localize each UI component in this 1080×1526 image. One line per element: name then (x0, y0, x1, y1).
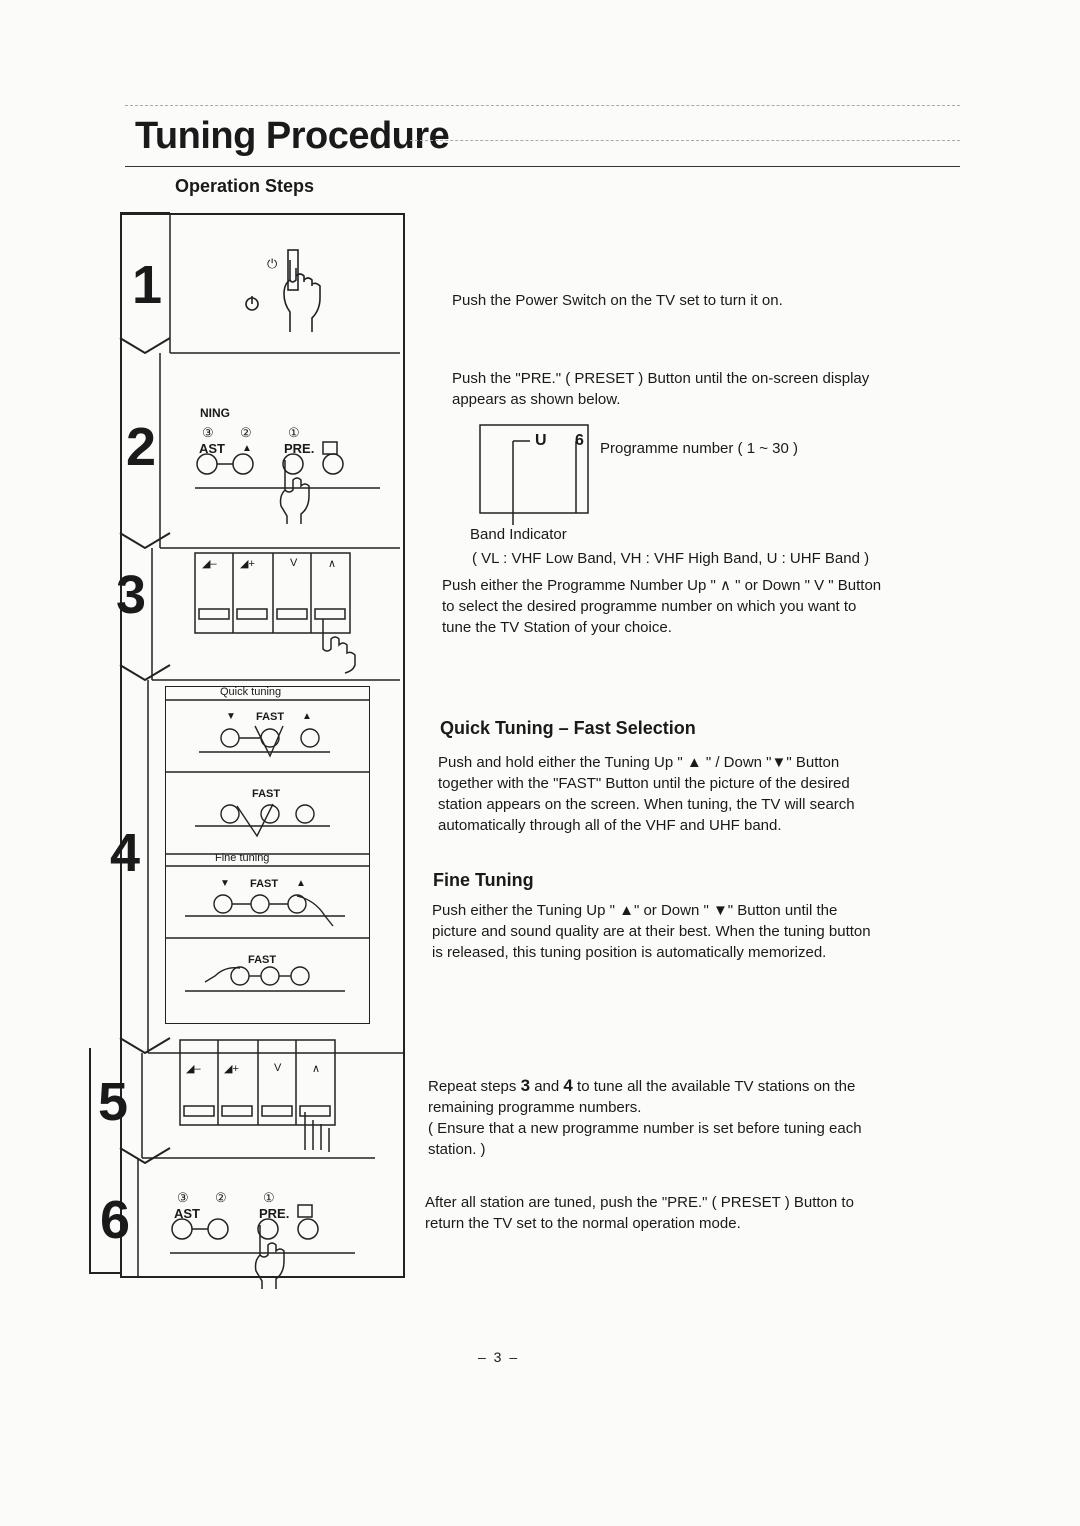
up-arrow-icon-row1: ▲ (302, 711, 312, 722)
band-indicator-label: Band Indicator (470, 526, 567, 543)
step-number-2: 2 (126, 417, 157, 477)
preset-buttons-illustration-6 (170, 1204, 355, 1289)
fast-label-row4: FAST (248, 954, 277, 966)
down-arrow-icon-row3: ▼ (220, 878, 230, 889)
channel-down-label-5: V (274, 1062, 282, 1074)
tuning-illustration-box (165, 686, 370, 1024)
step-5-note: ( Ensure that a new programme number is … (428, 1120, 862, 1158)
btn-2-label-6: ② (215, 1190, 227, 1205)
section-subtitle: Operation Steps (175, 176, 315, 196)
tv-screen-diagram (479, 424, 589, 525)
step-number-4: 4 (110, 823, 141, 883)
fast-label-row1: FAST (256, 711, 285, 723)
quick-tuning-text: Push and hold either the Tuning Up " ▲ "… (438, 754, 855, 834)
volume-up-label-5: ◢+ (224, 1063, 239, 1075)
title-rule (410, 140, 960, 141)
ning-label: NING (200, 406, 230, 420)
step-5-text-b: and (530, 1078, 564, 1095)
up-arrow-icon-row3: ▲ (296, 878, 306, 889)
step-number-3: 3 (116, 565, 147, 625)
step-1-text: Push the Power Switch on the TV set to t… (452, 292, 783, 309)
power-symbol-icon: ⏻ (267, 256, 278, 271)
osd-display: U 6 (535, 432, 596, 449)
fast-label-row3: FAST (250, 878, 279, 890)
step-tabs (89, 212, 171, 1274)
power-switch-illustration (245, 249, 321, 332)
step-5-text-c: to tune all the available TV stations on… (428, 1078, 856, 1116)
btn-2-label-2: ② (240, 425, 252, 440)
step-number-1: 1 (132, 255, 163, 315)
header-underline (125, 166, 960, 167)
step-3-text: Push either the Programme Number Up " ∧ … (442, 577, 882, 636)
quick-tuning-heading: Quick Tuning – Fast Selection (440, 718, 696, 738)
band-legend: ( VL : VHF Low Band, VH : VHF High Band,… (472, 550, 870, 567)
channel-up-label-3: ∧ (328, 558, 337, 570)
page-number: – 3 – (478, 1349, 520, 1365)
preset-buttons-illustration (195, 441, 380, 524)
channel-down-label-3: V (290, 557, 298, 569)
btn-3-label-6: ③ (177, 1190, 189, 1205)
step-number-6: 6 (100, 1190, 131, 1250)
fine-tuning-label: Fine tuning (215, 852, 270, 864)
ast-label-2: AST (199, 441, 225, 456)
step-6-text: After all station are tuned, push the "P… (425, 1194, 854, 1232)
up-arrow-icon-2: ▲ (242, 443, 252, 454)
channel-buttons-illustration-5 (179, 1039, 336, 1152)
programme-number-label: Programme number ( 1 ~ 30 ) (600, 440, 798, 457)
fine-tuning-heading: Fine Tuning (433, 870, 534, 890)
step-number-5: 5 (98, 1072, 129, 1132)
volume-down-label-5: ◢– (186, 1063, 201, 1075)
step-5-text-a: Repeat steps (428, 1078, 521, 1095)
btn-1-label-6: ① (263, 1190, 275, 1205)
step-5-ref-4: 4 (563, 1076, 573, 1095)
channel-buttons-illustration-3 (194, 552, 356, 674)
volume-down-label-3: ◢– (202, 558, 217, 570)
btn-1-label-2: ① (288, 425, 300, 440)
btn-3-label-2: ③ (202, 425, 214, 440)
steps-column-frame (120, 213, 405, 1278)
pre-label-2: PRE. (284, 441, 315, 456)
volume-up-label-3: ◢+ (240, 558, 255, 570)
pre-label-6: PRE. (259, 1206, 290, 1221)
ast-label-6: AST (174, 1206, 200, 1221)
top-rule (125, 105, 960, 106)
quick-tuning-label: Quick tuning (220, 686, 282, 698)
fast-label-row2: FAST (252, 788, 281, 800)
channel-up-label-5: ∧ (312, 1063, 321, 1075)
page-title: Tuning Procedure (135, 115, 450, 157)
step-5-text: Repeat steps 3 and 4 to tune all the ava… (428, 1075, 868, 1160)
panel-dividers (137, 213, 405, 1278)
fine-tuning-text: Push either the Tuning Up " ▲" or Down "… (432, 902, 871, 961)
down-arrow-icon-row1: ▼ (226, 711, 236, 722)
tuning-buttons-illustration-4 (165, 699, 370, 992)
step-2-text: Push the "PRE." ( PRESET ) Button until … (452, 370, 870, 408)
step-5-ref-3: 3 (520, 1076, 531, 1095)
